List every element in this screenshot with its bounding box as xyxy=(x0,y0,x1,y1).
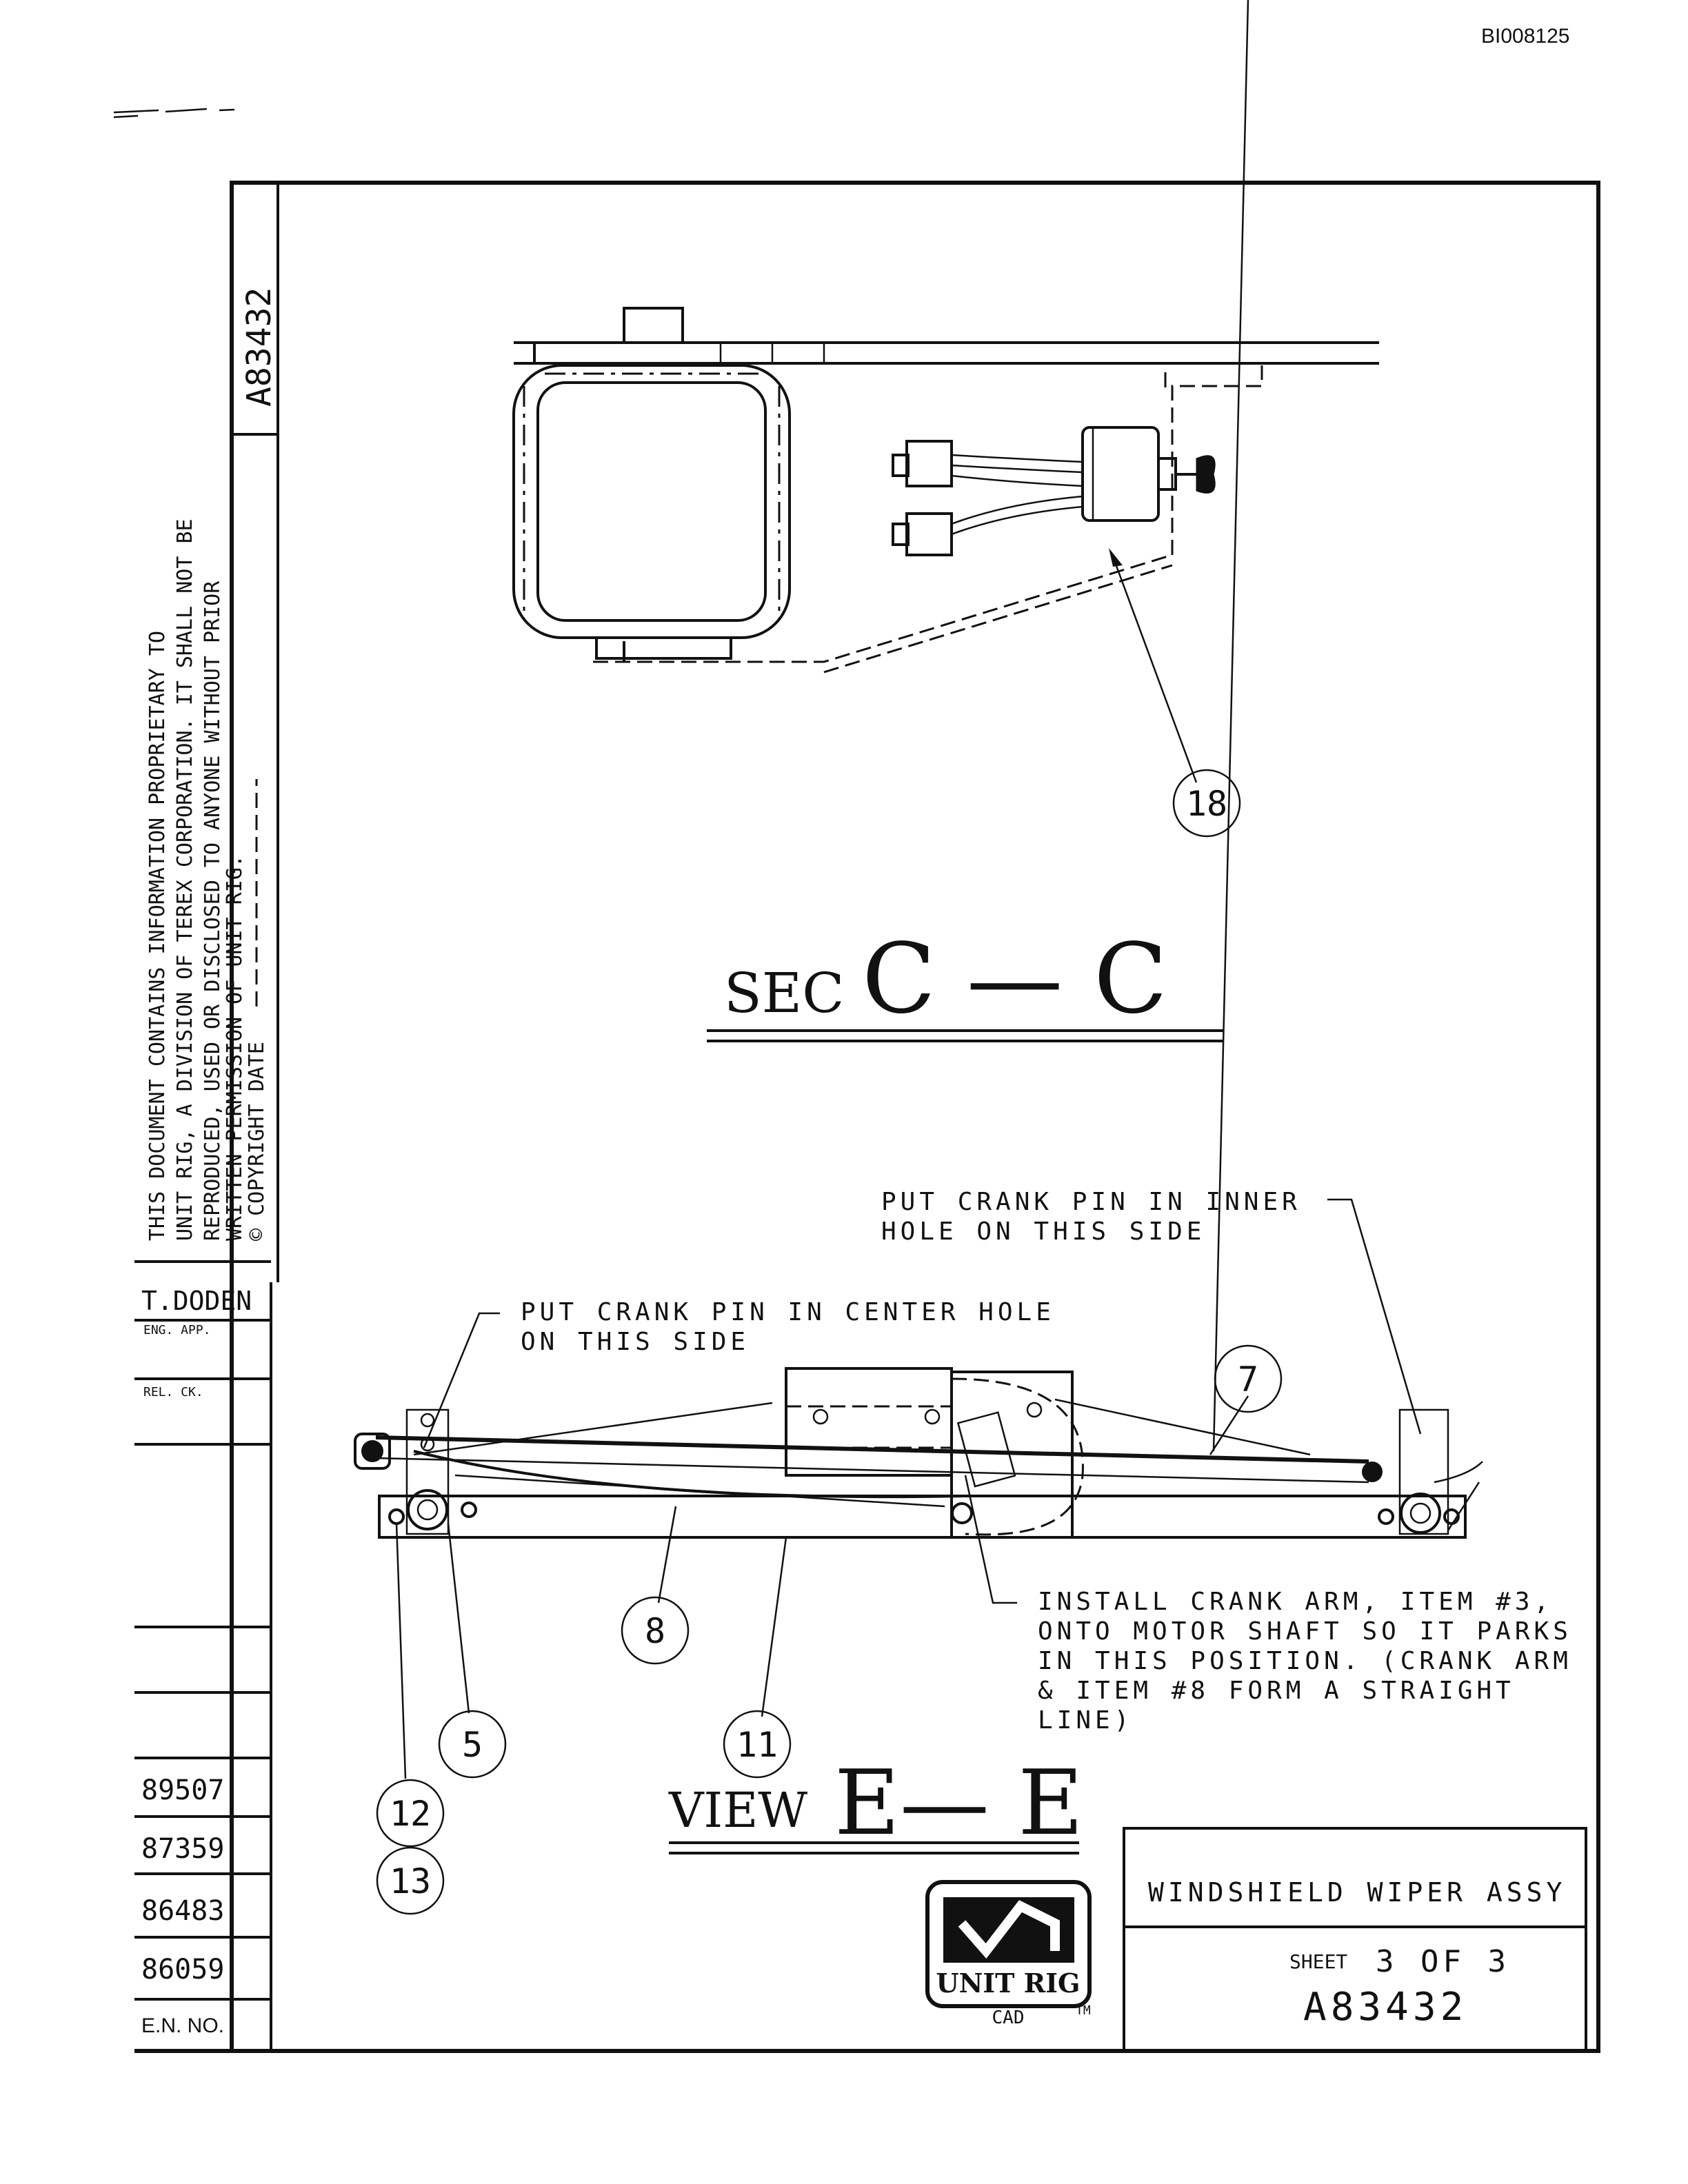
note-crank-arm-line-2: ONTO MOTOR SHAFT SO IT PARKS xyxy=(1038,1617,1572,1646)
callout-8: 8 xyxy=(645,1611,665,1651)
revision-number-1: 89507 xyxy=(141,1775,224,1806)
logo-sub: CAD xyxy=(992,2008,1025,2028)
proprietary-notice: THIS DOCUMENT CONTAINS INFORMATION PROPR… xyxy=(145,518,269,1241)
note-crank-arm: INSTALL CRANK ARM, ITEM #3, ONTO MOTOR S… xyxy=(1038,1588,1572,1735)
view-ee-title: E— E xyxy=(834,1750,1083,1855)
note-center-hole: PUT CRANK PIN IN CENTER HOLE ON THIS SID… xyxy=(521,1298,1055,1356)
leader-inner-hole xyxy=(1327,1198,1422,1435)
rel-ck-label: REL. CK. xyxy=(143,1385,203,1399)
revision-column-label: E.N. NO. xyxy=(141,2014,224,2037)
callout-circle-7 xyxy=(1214,1344,1283,1413)
callout-12: 12 xyxy=(390,1794,431,1834)
drawn-by-name: T.DODEN xyxy=(141,1286,252,1316)
callout-11: 11 xyxy=(736,1725,778,1765)
callout-7: 7 xyxy=(1238,1359,1258,1399)
note-inner-hole: PUT CRANK PIN IN INNER HOLE ON THIS SIDE xyxy=(881,1188,1301,1246)
note-crank-arm-line-3: IN THIS POSITION. (CRANK ARM xyxy=(1038,1647,1572,1675)
leader-item-7 xyxy=(1209,1395,1249,1455)
callout-circle-5 xyxy=(438,1710,507,1779)
logo-tm: TM xyxy=(1076,2003,1091,2018)
notice-line-2: UNIT RIG, A DIVISION OF TEREX CORPORATIO… xyxy=(173,518,197,1241)
callout-circle-12 xyxy=(376,1779,445,1848)
callout-circle-8 xyxy=(621,1596,690,1665)
sheet-number: 3 OF 3 xyxy=(1376,1944,1510,1979)
scan-artifacts xyxy=(113,108,235,119)
revision-number-3: 86483 xyxy=(141,1895,224,1927)
section-cc-prefix: SEC xyxy=(724,961,844,1025)
view-ee-prefix: VIEW xyxy=(668,1782,807,1839)
leader-crank-arm xyxy=(964,1475,1017,1604)
note-center-hole-line-2: ON THIS SIDE xyxy=(521,1328,750,1356)
note-crank-arm-line-4: & ITEM #8 FORM A STRAIGHT xyxy=(1038,1677,1515,1705)
note-center-hole-line-1: PUT CRANK PIN IN CENTER HOLE xyxy=(521,1298,1055,1326)
callout-circle-18 xyxy=(1172,769,1241,838)
strip-drawing-number: A83432 xyxy=(240,287,279,407)
section-cc-title: C — C xyxy=(862,923,1167,1035)
title-block-drawing-number: A83432 xyxy=(1303,1985,1467,2030)
title-block xyxy=(1123,1827,1587,2052)
wiper-linkage-drawing xyxy=(354,0,1483,1779)
note-inner-hole-line-1: PUT CRANK PIN IN INNER xyxy=(881,1188,1301,1216)
drawing-number-box xyxy=(230,181,279,436)
callout-circle-11 xyxy=(723,1710,792,1779)
unit-rig-logo: UNIT RIG CAD TM xyxy=(925,1880,1092,2028)
approvals-block: T.DODEN ENG. APP. REL. CK. xyxy=(134,1260,271,1446)
notice-line-4: WRITTEN PERMISSION OF UNIT RIG. xyxy=(223,855,247,1241)
sheet-label: SHEET xyxy=(1289,1950,1347,1973)
callout-18: 18 xyxy=(1186,784,1227,824)
revision-number-2: 87359 xyxy=(141,1833,224,1865)
leader-center-hole xyxy=(423,1312,500,1448)
callout-circle-13 xyxy=(376,1846,445,1915)
section-cc-drawing xyxy=(512,307,1379,783)
callout-13: 13 xyxy=(390,1861,431,1901)
revision-number-4: 86059 xyxy=(141,1954,224,1985)
note-inner-hole-line-2: HOLE ON THIS SIDE xyxy=(881,1217,1205,1246)
note-crank-arm-line-1: INSTALL CRANK ARM, ITEM #3, xyxy=(1038,1588,1553,1616)
eng-app-label: ENG. APP. xyxy=(143,1323,211,1337)
callout-5: 5 xyxy=(462,1725,483,1765)
drawing-title: WINDSHIELD WIPER ASSY xyxy=(1148,1877,1566,1908)
document-code: BI008125 xyxy=(1481,25,1569,48)
logo-text: UNIT RIG xyxy=(936,1968,1081,1999)
notice-line-5: © COPYRIGHT DATE xyxy=(245,1042,269,1241)
notice-line-1: THIS DOCUMENT CONTAINS INFORMATION PROPR… xyxy=(145,631,170,1241)
drawing-border xyxy=(230,181,1600,2053)
revision-block: 89507 87359 86483 86059 E.N. NO. xyxy=(134,1626,271,2053)
notice-line-3: REPRODUCED, USED OR DISCLOSED TO ANYONE … xyxy=(201,580,225,1241)
note-crank-arm-line-5: LINE) xyxy=(1038,1706,1133,1735)
